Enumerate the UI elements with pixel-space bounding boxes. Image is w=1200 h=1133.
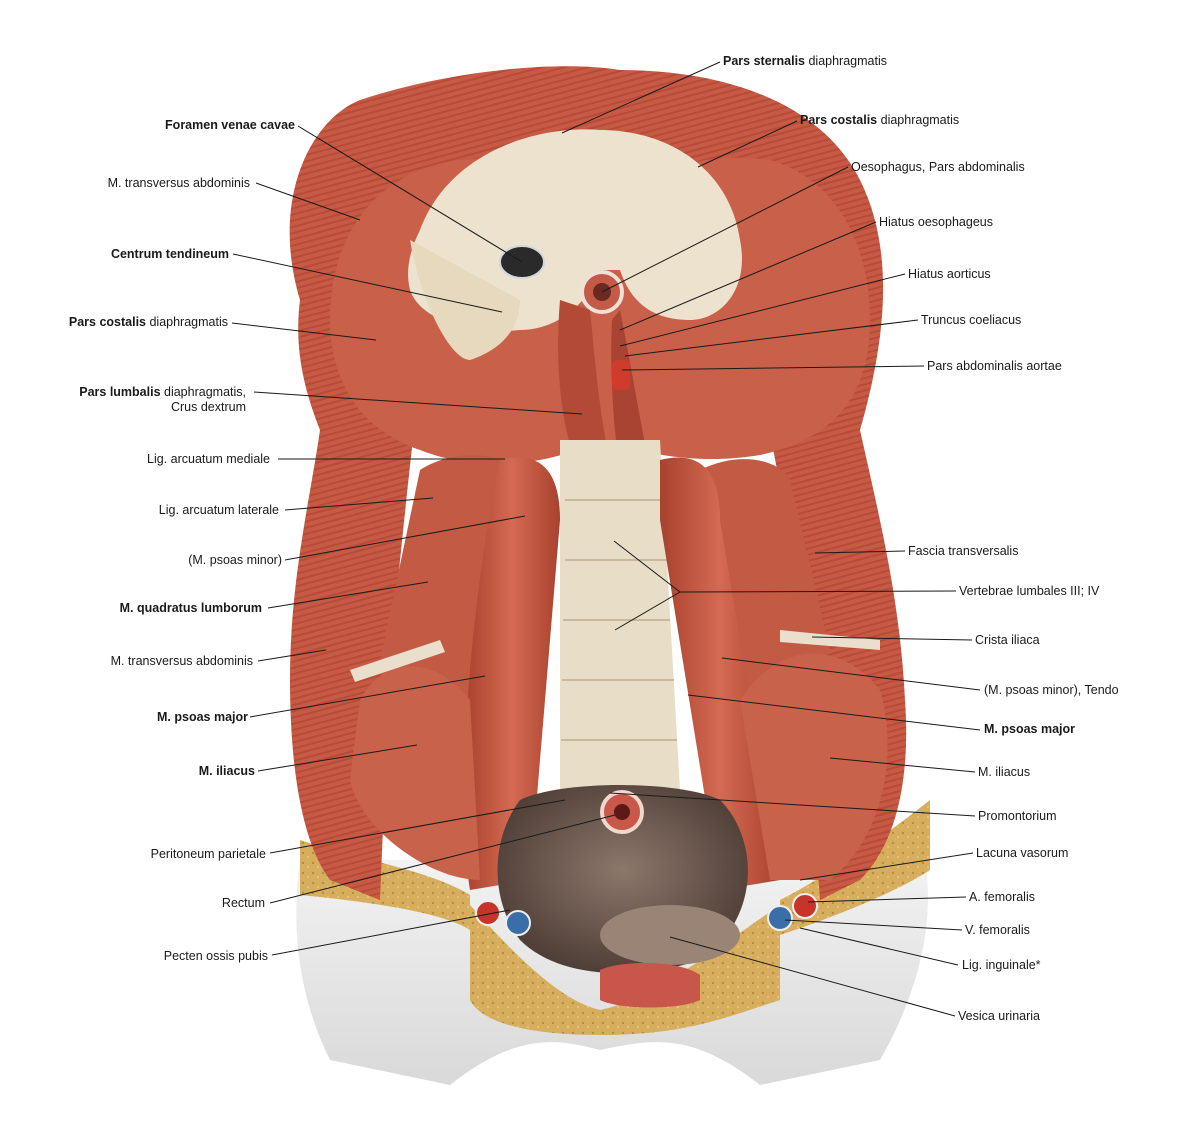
label-truncus-coeliacus: Truncus coeliacus	[921, 313, 1022, 327]
leader-psoas-minor	[284, 515, 526, 561]
leader-iliacus-right	[829, 757, 976, 773]
leader-promontorium	[609, 792, 976, 817]
leader-costalis-left	[231, 322, 377, 341]
iliacus-right	[740, 653, 888, 880]
leader-vertebrae	[679, 590, 957, 593]
label-pars-lumbalis: Pars lumbalis diaphragmatis,Crus dextrum	[79, 385, 246, 414]
label-pars-abdominalis-aortae: Pars abdominalis aortae	[927, 359, 1062, 373]
a-femoralis-left	[475, 900, 501, 926]
leader-truncus	[624, 319, 919, 357]
label-lig-arcuatum-mediale: Lig. arcuatum mediale	[147, 452, 270, 466]
crista-iliaca-band	[780, 630, 880, 650]
leader-lumbalis	[253, 391, 583, 415]
label-oesophagus: Oesophagus, Pars abdominalis	[851, 160, 1025, 174]
label-vesica-urinaria: Vesica urinaria	[958, 1009, 1040, 1023]
label-pars-costalis-right: Pars costalis diaphragmatis	[800, 113, 960, 127]
label-pars-costalis-left: Pars costalis diaphragmatis	[68, 315, 228, 329]
crus-left	[558, 300, 610, 460]
leader-crista	[811, 636, 973, 641]
vesica-urinaria-shape	[600, 905, 740, 965]
label-hiatus-aorticus: Hiatus aorticus	[908, 267, 991, 281]
leader-centrum	[232, 253, 503, 313]
leader-transversus-low	[257, 649, 327, 662]
label-lig-inguinale: Lig. inguinale*	[962, 958, 1041, 972]
label-v-femoralis: V. femoralis	[965, 923, 1030, 937]
label-foramen-venae-cavae: Foramen venae cavae	[165, 118, 295, 132]
leader-psoas-minor-tendo	[721, 657, 981, 691]
crista-iliaca-band-left	[350, 640, 445, 682]
label-crista-iliaca: Crista iliaca	[975, 633, 1040, 647]
psoas-major-left	[464, 457, 560, 890]
label-fascia-transversalis: Fascia transversalis	[908, 544, 1019, 558]
label-m-transversus-abdominis-low: M. transversus abdominis	[110, 654, 253, 668]
leader-lacuna	[799, 852, 974, 881]
label-m-transversus-abdominis-top: M. transversus abdominis	[107, 176, 250, 190]
label-hiatus-oesophageus: Hiatus oesophageus	[879, 215, 993, 229]
crus-right	[611, 310, 650, 470]
leader-hiatus-oesophageus	[619, 221, 877, 331]
label-lig-arcuatum-laterale: Lig. arcuatum laterale	[158, 503, 279, 517]
label-m-quadratus-lumborum: M. quadratus lumborum	[119, 601, 262, 615]
leader-pecten	[271, 909, 511, 956]
leader-aorta	[621, 365, 925, 371]
leader-peritoneum	[269, 799, 566, 854]
leader-a-femoralis	[807, 896, 967, 903]
leader-vesica	[669, 936, 956, 1017]
rectus-stumps	[600, 963, 700, 1008]
vertebral-column	[560, 440, 680, 790]
leader-hiatus-aorticus	[619, 273, 906, 347]
label-m-psoas-minor-tendo: (M. psoas minor), Tendo	[984, 683, 1119, 697]
label-pars-sternalis: Pars sternalis diaphragmatis	[723, 54, 887, 68]
iliacus-left	[350, 666, 480, 880]
leader-transversus-top	[255, 182, 361, 221]
a-femoralis-right	[792, 893, 818, 919]
leader-quadratus	[267, 581, 429, 609]
leader-costalis-right	[697, 120, 798, 168]
leader-fascia	[814, 550, 906, 554]
fat-layer-bottom	[470, 905, 780, 1035]
label-m-psoas-minor-left: (M. psoas minor)	[188, 553, 282, 567]
leader-vertebrae-c	[614, 591, 681, 631]
label-centrum-tendineum: Centrum tendineum	[110, 247, 229, 261]
leader-rectum	[269, 814, 616, 904]
label-a-femoralis: A. femoralis	[969, 890, 1035, 904]
label-peritoneum-parietale: Peritoneum parietale	[150, 847, 266, 861]
label-lacuna-vasorum: Lacuna vasorum	[976, 846, 1069, 860]
v-femoralis-right	[767, 905, 793, 931]
leader-psoas-major-right	[687, 694, 981, 731]
v-femoralis-left	[505, 910, 531, 936]
leader-v-femoralis	[784, 919, 963, 931]
leader-oesophagus	[601, 166, 849, 293]
label-m-psoas-major-left: M. psoas major	[157, 710, 248, 724]
label-promontorium: Promontorium	[978, 809, 1057, 823]
leader-inguinale	[799, 927, 959, 966]
leader-iliacus-left	[257, 744, 418, 772]
leader-vertebrae-b	[613, 540, 681, 593]
label-m-psoas-major-right: M. psoas major	[984, 722, 1075, 736]
leader-foramen	[297, 125, 523, 263]
psoas-major-right	[660, 457, 780, 890]
label-rectum: Rectum	[221, 896, 265, 910]
leader-arcuatum-laterale	[284, 497, 434, 511]
aorta	[612, 360, 630, 390]
leader-psoas-major-left	[249, 675, 486, 718]
centrum-tendineum-left-lobe	[410, 240, 520, 360]
label-pecten-ossis-pubis: Pecten ossis pubis	[163, 949, 268, 963]
label-vertebrae-lumbales: Vertebrae lumbales III; IV	[959, 584, 1100, 598]
label-m-iliacus-right: M. iliacus	[978, 765, 1031, 779]
leader-lines	[231, 61, 981, 1017]
label-m-iliacus-left: M. iliacus	[198, 764, 255, 778]
centrum-tendineum-shape	[408, 129, 742, 331]
vertebra-lines	[561, 499, 677, 741]
leader-sternalis	[561, 61, 721, 134]
